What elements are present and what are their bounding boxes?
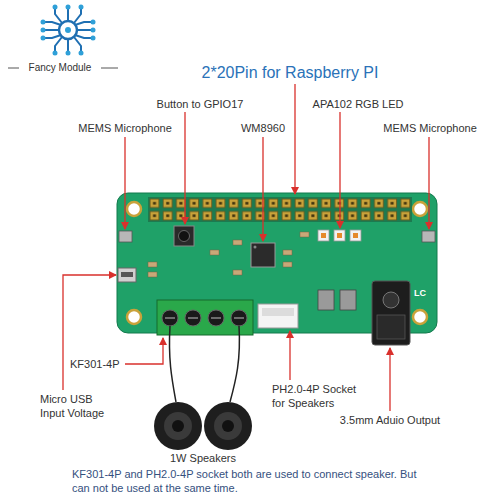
callout-label: KF301-4P [70,358,120,372]
leader-arrows [63,84,429,411]
callout-label: Micro USB Input Voltage [40,393,120,421]
note-caption: KF301-4P and PH2.0-4P socket both are us… [72,467,432,495]
callout-label: APA102 RGB LED [313,98,404,112]
brand-name: Fancy Module [29,62,92,75]
callout-label: WM8960 [241,122,285,136]
callout-label: 3.5mm Aduio Output [340,414,440,428]
speakers [154,326,252,450]
pcb-board [117,193,437,345]
callout-label: 1W Speakers [170,452,236,466]
callout-label: MEMS Microphone [383,122,477,136]
callout-label: PH2.0-4P Socket for Speakers [272,383,368,411]
callout-label: Button to GPIO17 [157,98,244,112]
callout-label: MEMS Microphone [78,122,172,136]
logo-icon [8,5,118,69]
heading-title: 2*20Pin for Raspberry PI [202,63,379,83]
silkscreen-text: LC [414,288,426,299]
